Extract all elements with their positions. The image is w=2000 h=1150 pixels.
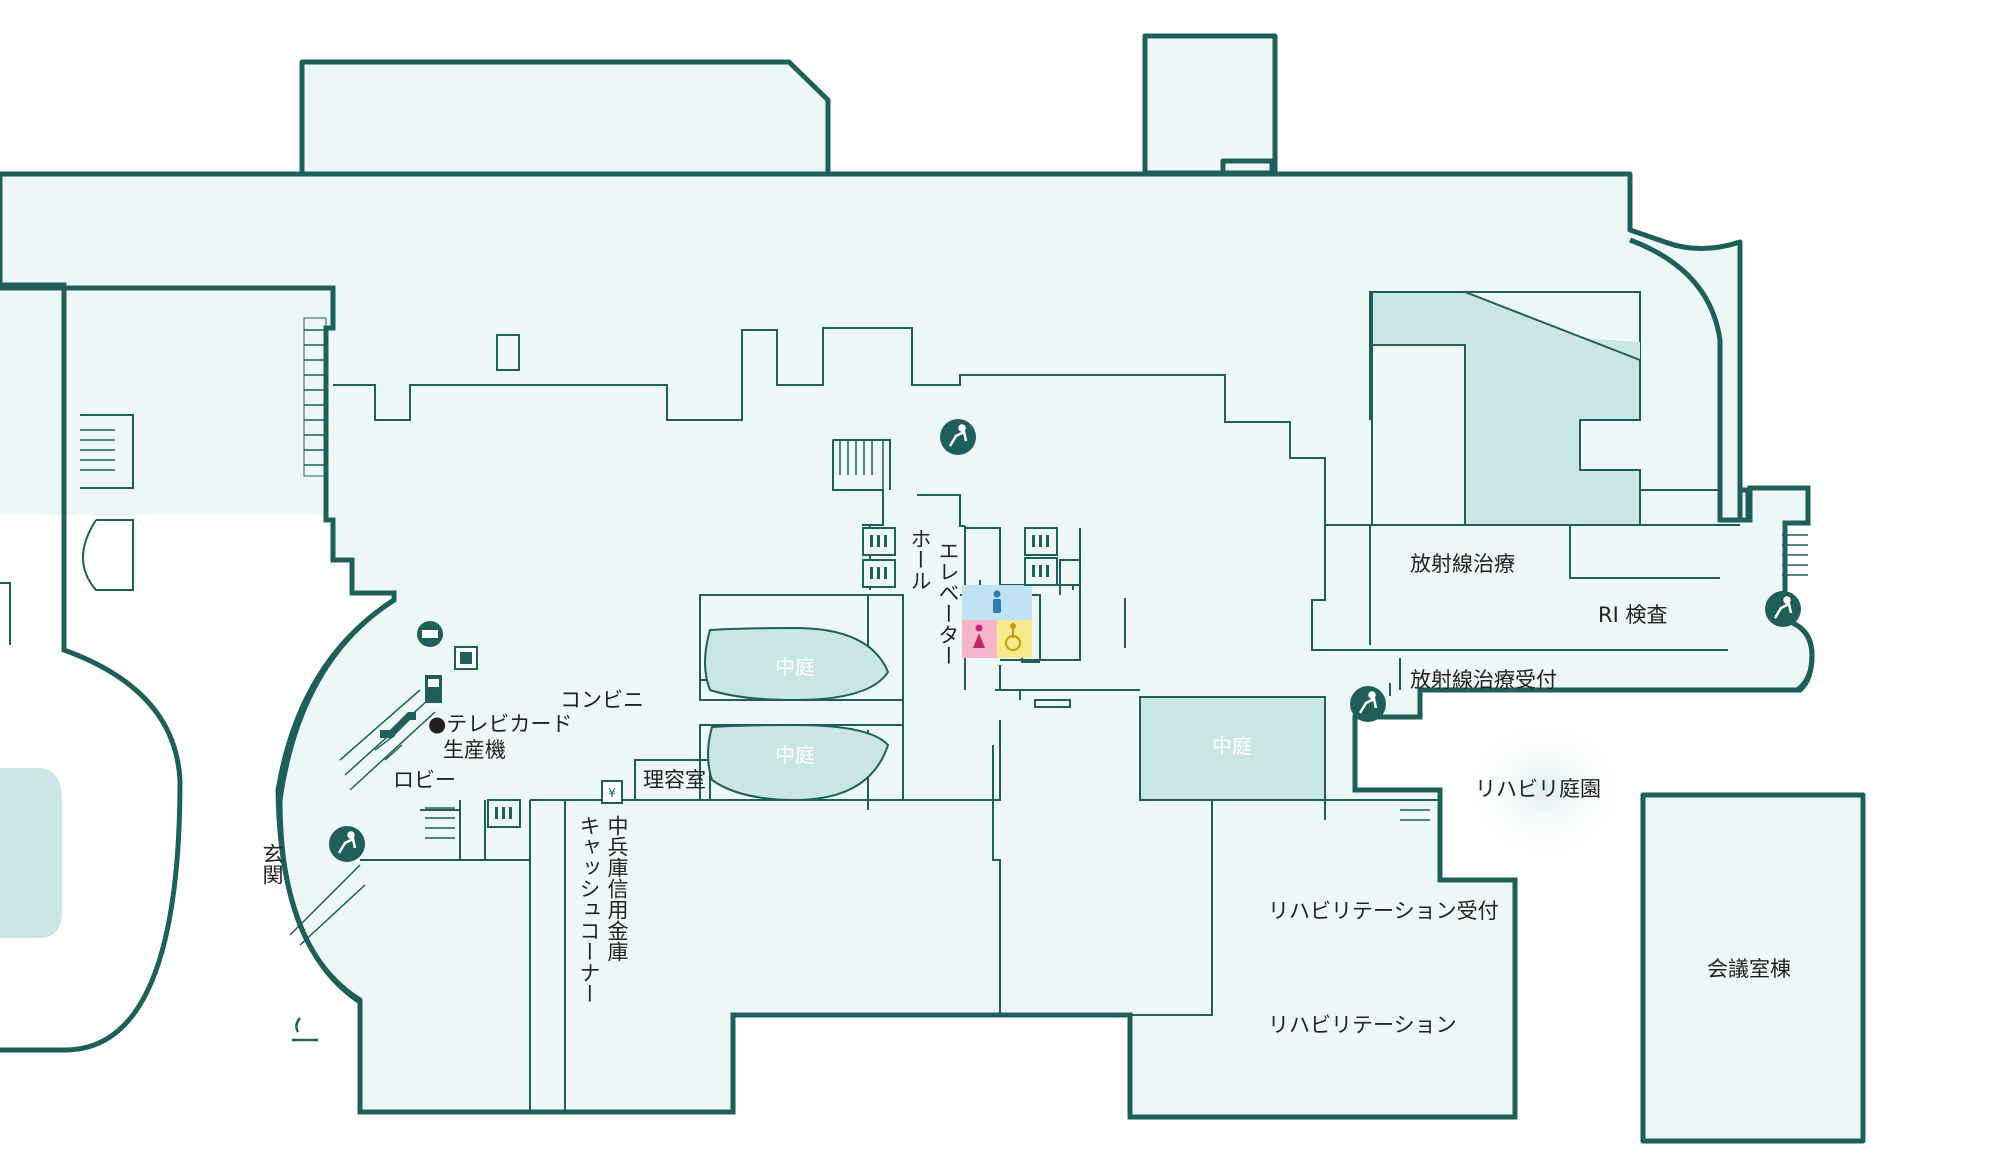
rehab-stair bbox=[1400, 789, 1430, 821]
label-elevator-hall-2: ホール bbox=[908, 528, 932, 591]
label-bank: 中兵庫信用金庫 bbox=[605, 815, 629, 962]
west-stair bbox=[80, 429, 115, 471]
lobby-stair bbox=[425, 807, 455, 839]
courtyard-2 bbox=[699, 723, 904, 802]
side-stair bbox=[303, 317, 327, 477]
vending-machine-icon bbox=[425, 675, 442, 703]
rehab-garden bbox=[1455, 710, 1635, 870]
label-conference-building: 会議室棟 bbox=[1707, 957, 1791, 981]
west-tower bbox=[0, 414, 134, 645]
smoking-area-icon bbox=[292, 1017, 318, 1042]
north-annex-right bbox=[1142, 33, 1278, 176]
west-rounded-block bbox=[0, 768, 62, 938]
emergency-exit-icon bbox=[329, 419, 1801, 862]
courtyard-1 bbox=[699, 594, 904, 702]
label-courtyard-1: 中庭 bbox=[775, 655, 815, 679]
telephone-icon bbox=[417, 621, 443, 647]
label-courtyard-3: 中庭 bbox=[1212, 734, 1252, 758]
label-radiotherapy: 放射線治療 bbox=[1410, 552, 1515, 576]
label-rehab-reception: リハビリテーション受付 bbox=[1268, 899, 1499, 923]
label-courtyard-2: 中庭 bbox=[775, 743, 815, 767]
west-inner-wall bbox=[64, 237, 1815, 1120]
label-lobby: ロビー bbox=[393, 768, 456, 792]
atm-icon: ¥ bbox=[601, 780, 623, 804]
restroom-male-icon bbox=[993, 590, 1001, 613]
accessible-restroom-icon bbox=[1005, 623, 1021, 651]
label-tv-card-1: ●テレビカード bbox=[428, 712, 572, 736]
label-convenience-store: コンビニ bbox=[560, 688, 644, 712]
label-elevator-hall-1: エレベーター bbox=[936, 540, 960, 666]
elevator-icon[interactable] bbox=[487, 527, 1058, 828]
restroom-female-icon bbox=[973, 624, 985, 648]
courtyard-3 bbox=[1139, 696, 1326, 801]
label-radiotherapy-reception: 放射線治療受付 bbox=[1410, 668, 1557, 692]
west-wall bbox=[0, 282, 183, 1053]
label-barber: 理容室 bbox=[643, 768, 706, 792]
label-cash-corner: キャッシュコーナー bbox=[577, 815, 601, 1004]
label-ri-exam: RI 検査 bbox=[1598, 603, 1667, 627]
north-annex-left bbox=[299, 59, 831, 178]
east-stair bbox=[1782, 534, 1808, 576]
label-rehabilitation: リハビリテーション bbox=[1268, 1013, 1457, 1037]
conference-building bbox=[1640, 792, 1866, 1144]
label-entrance: 玄関 bbox=[260, 843, 284, 885]
central-stair bbox=[832, 439, 884, 491]
north-annex-notch bbox=[1220, 158, 1275, 176]
radiology-block bbox=[1370, 291, 1641, 526]
label-rehab-garden: リハビリ庭園 bbox=[1475, 777, 1601, 801]
locker-icon bbox=[454, 646, 478, 670]
svg-text:¥: ¥ bbox=[608, 786, 616, 800]
escalator-icon bbox=[380, 712, 416, 738]
label-tv-card-2: 生産機 bbox=[443, 738, 506, 762]
